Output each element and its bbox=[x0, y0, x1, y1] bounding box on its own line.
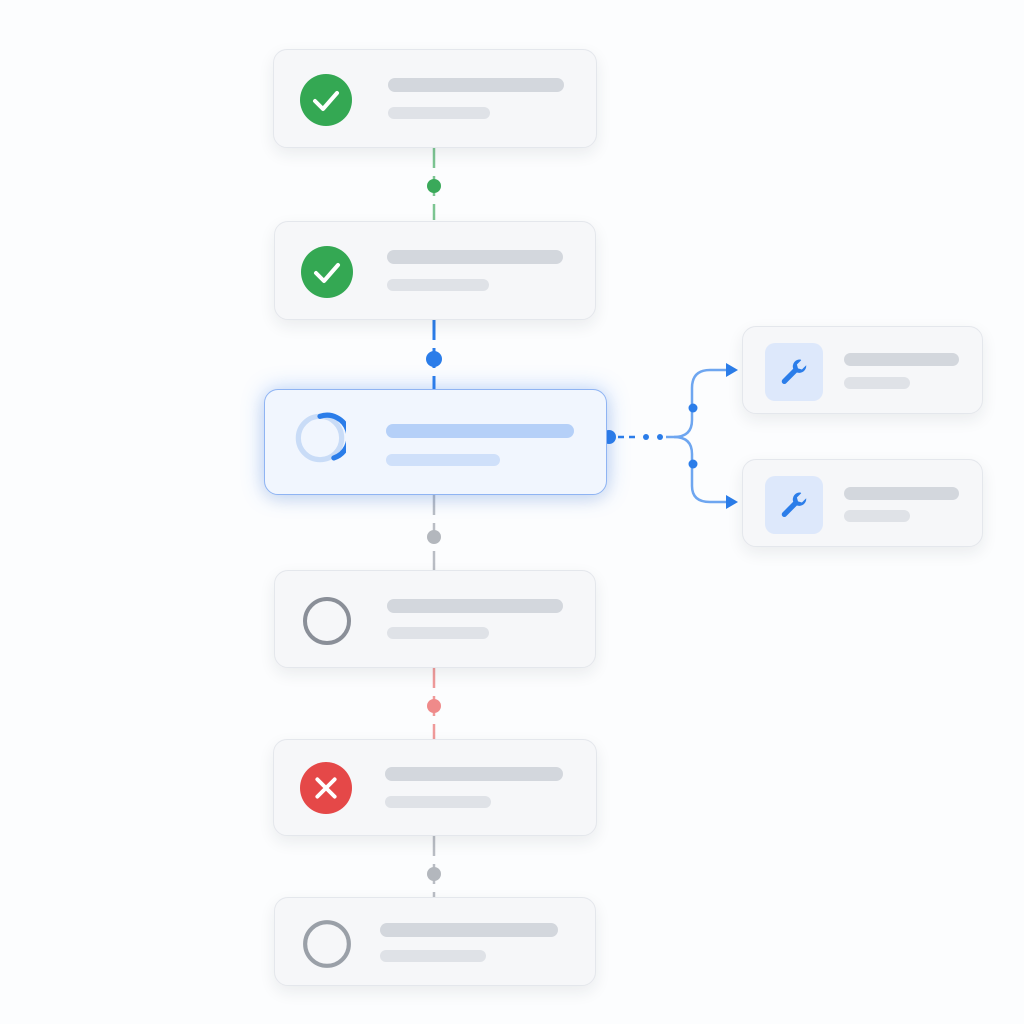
step-title-placeholder bbox=[385, 767, 563, 781]
error-x-icon bbox=[300, 762, 352, 814]
branch-task-card-1[interactable] bbox=[742, 326, 983, 414]
task-subtitle-placeholder bbox=[844, 377, 910, 389]
connector-step4-step5 bbox=[427, 668, 441, 740]
step-subtitle-placeholder bbox=[385, 796, 491, 808]
step-title-placeholder bbox=[380, 923, 558, 937]
step-card-2[interactable] bbox=[274, 221, 596, 320]
progress-spinner-icon bbox=[295, 412, 346, 463]
task-subtitle-placeholder bbox=[844, 510, 910, 522]
connector-step3-step4 bbox=[427, 495, 441, 570]
step-subtitle-placeholder bbox=[387, 627, 489, 639]
step-title-placeholder bbox=[387, 599, 563, 613]
task-title-placeholder bbox=[844, 487, 959, 500]
wrench-icon bbox=[781, 492, 807, 517]
arrowhead-bottom bbox=[726, 495, 738, 509]
step-card-5[interactable] bbox=[273, 739, 597, 836]
check-icon bbox=[300, 74, 352, 126]
step-card-3-active[interactable] bbox=[264, 389, 607, 495]
wrench-icon bbox=[781, 359, 807, 384]
step-card-4[interactable] bbox=[274, 570, 596, 668]
step-title-placeholder bbox=[387, 250, 563, 264]
tool-tile bbox=[765, 343, 823, 401]
step-card-6[interactable] bbox=[274, 897, 596, 986]
step-card-1[interactable] bbox=[273, 49, 597, 148]
step-subtitle-placeholder bbox=[387, 279, 489, 291]
step-title-placeholder bbox=[388, 78, 564, 92]
check-icon bbox=[301, 246, 353, 298]
empty-circle-icon bbox=[303, 597, 351, 645]
task-title-placeholder bbox=[844, 353, 959, 366]
arrowhead-top bbox=[726, 363, 738, 377]
branch-connector bbox=[602, 363, 738, 509]
branch-task-card-2[interactable] bbox=[742, 459, 983, 547]
connector-step5-step6 bbox=[427, 836, 441, 898]
connector-step1-step2 bbox=[427, 148, 441, 220]
step-subtitle-placeholder bbox=[386, 454, 500, 466]
connector-step2-step3 bbox=[426, 320, 442, 390]
step-subtitle-placeholder bbox=[388, 107, 490, 119]
tool-tile bbox=[765, 476, 823, 534]
step-title-placeholder bbox=[386, 424, 574, 438]
empty-circle-icon bbox=[303, 920, 351, 968]
step-subtitle-placeholder bbox=[380, 950, 486, 962]
